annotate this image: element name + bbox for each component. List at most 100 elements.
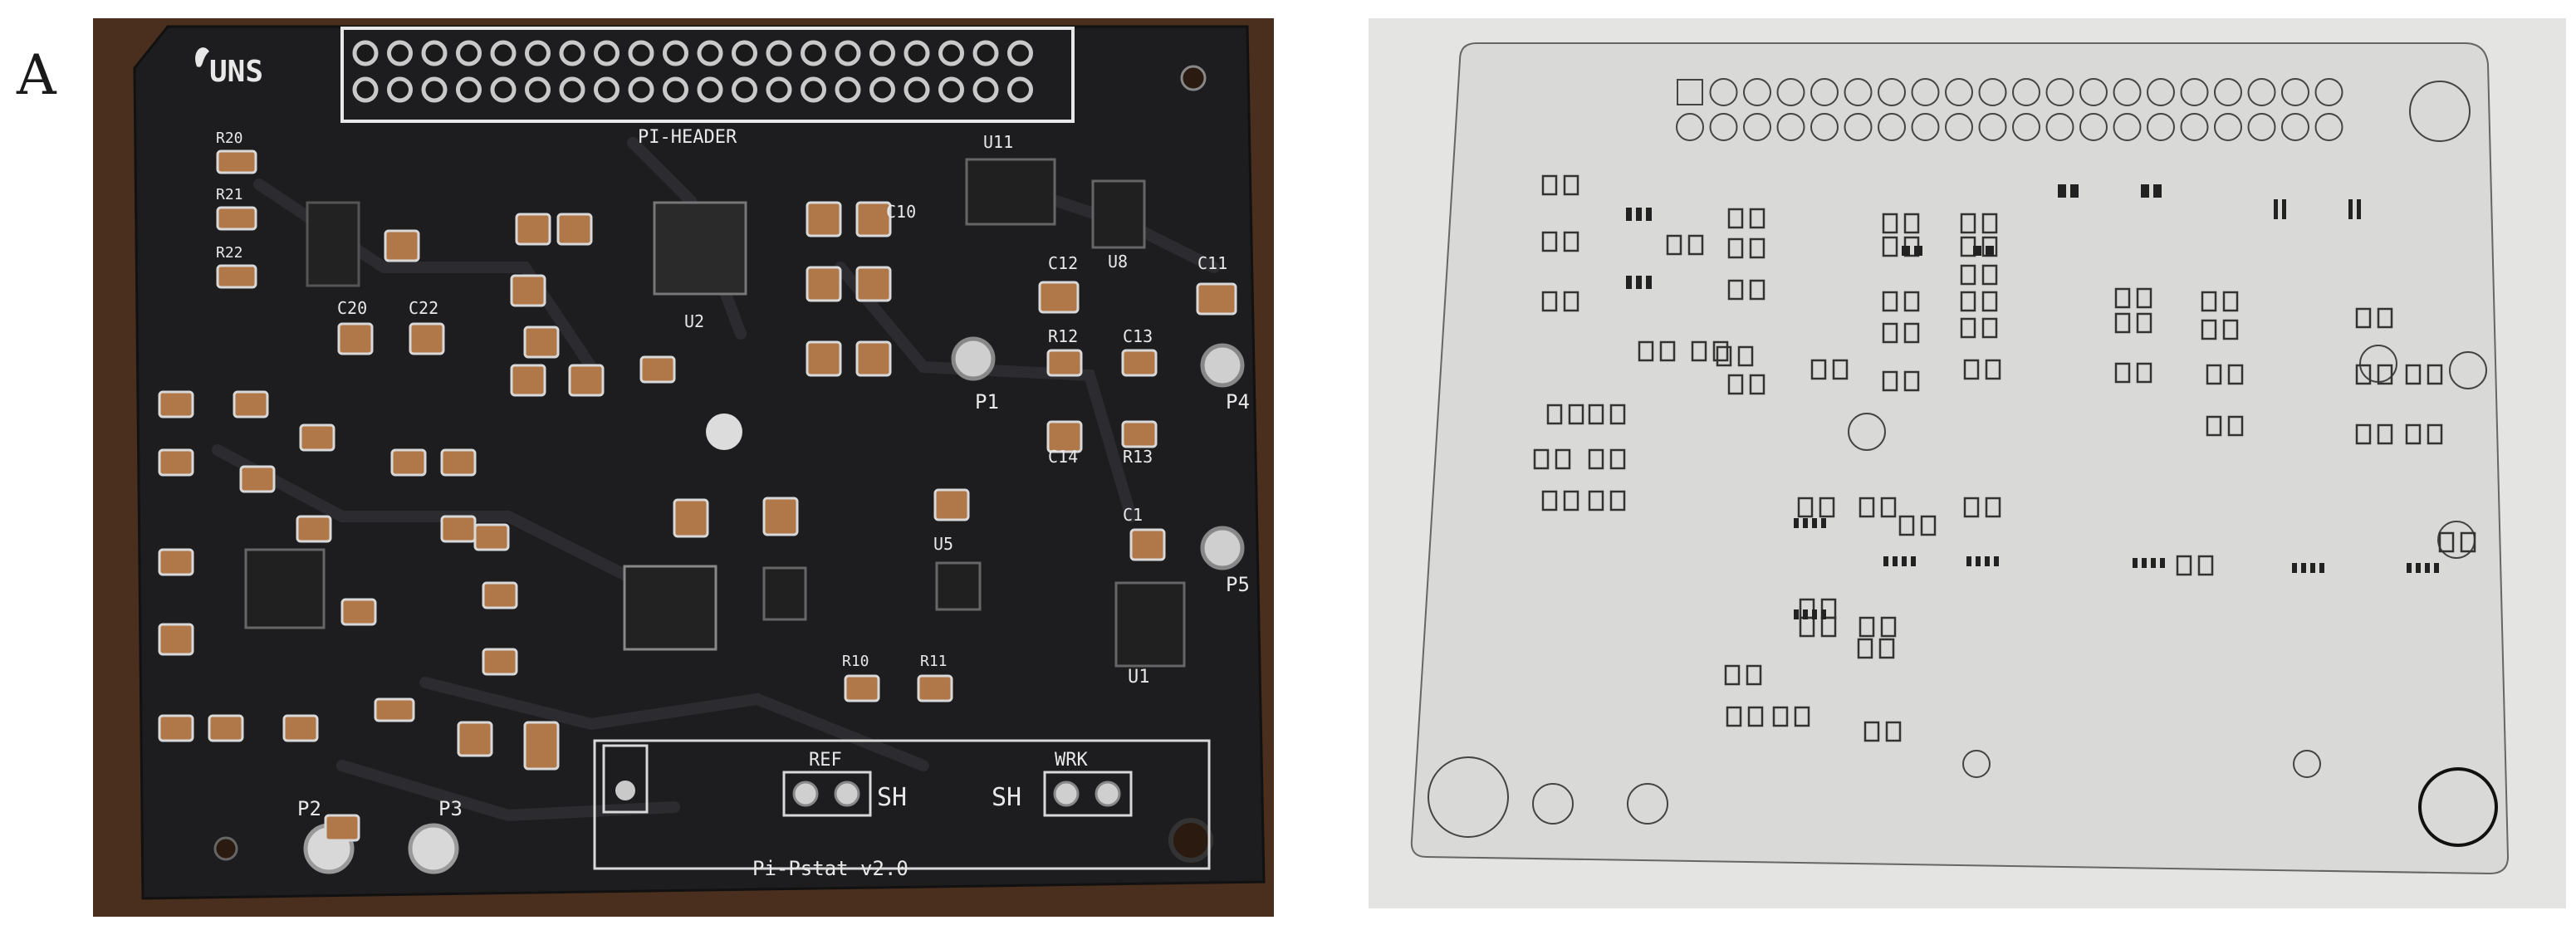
stencil-hole-bottom-right — [2418, 767, 2498, 847]
stencil-header-hole — [2180, 113, 2209, 141]
stencil-aperture — [1960, 291, 1976, 312]
ic-u4 — [762, 566, 807, 621]
stencil-aperture — [1878, 638, 1895, 659]
mounting-hole-top-right — [1180, 65, 1207, 91]
stencil-header-hole — [2314, 113, 2343, 141]
panel-letter-a: A — [17, 43, 56, 107]
header-pin — [801, 76, 826, 103]
passive-component — [158, 448, 194, 477]
passive-component — [216, 264, 257, 289]
passive-component — [158, 390, 194, 418]
passive-component — [855, 201, 892, 237]
passive-component — [510, 274, 546, 307]
stencil-aperture — [1691, 340, 1707, 362]
stencil-header-hole — [1709, 78, 1738, 106]
passive-component — [299, 423, 335, 452]
header-pin — [559, 76, 585, 103]
label-r22: R22 — [216, 244, 243, 262]
stencil-aperture — [1749, 279, 1765, 301]
stencil-header-holes — [1676, 78, 2343, 141]
pad-label-p5: P5 — [1226, 573, 1250, 596]
stencil-aperture — [1880, 497, 1897, 518]
stencil-header-hole — [1978, 78, 2007, 106]
stencil-header-hole — [1810, 78, 1839, 106]
stencil-header-hole — [2247, 113, 2276, 141]
passive-component — [296, 515, 332, 543]
passive-component — [523, 721, 560, 771]
stencil-header-hole — [2281, 113, 2309, 141]
stencil-fine-aperture — [1626, 276, 1632, 289]
stencil-fine-aperture — [1985, 556, 1990, 566]
label-r21: R21 — [216, 186, 243, 203]
stencil-aperture — [1985, 497, 2001, 518]
stencil-header-hole — [2012, 113, 2040, 141]
stencil-header-hole — [1878, 113, 1906, 141]
stencil-aperture — [1863, 721, 1880, 742]
label-r20: R20 — [216, 130, 243, 147]
stencil-aperture — [1712, 340, 1729, 362]
stencil-aperture — [2201, 319, 2217, 340]
header-pin — [835, 40, 861, 66]
header-pin — [490, 40, 517, 66]
ic-center — [623, 565, 717, 651]
stencil-fine-aperture — [2151, 558, 2156, 568]
stencil-fine-aperture — [1893, 556, 1898, 566]
label-c13: C13 — [1123, 326, 1153, 346]
stencil-hole — [2449, 351, 2487, 389]
stencil-header-hole — [2247, 78, 2276, 106]
stencil-fine-aperture — [1794, 518, 1799, 528]
stencil-aperture — [1960, 317, 1976, 339]
stencil-header-hole — [1978, 113, 2007, 141]
passive-component — [855, 266, 892, 302]
stencil-fine-aperture — [2274, 199, 2278, 219]
stencil-aperture — [1819, 497, 1835, 518]
passive-component — [1046, 420, 1083, 453]
stencil-aperture — [1659, 340, 1676, 362]
passive-component — [208, 714, 244, 742]
stencil-aperture — [2206, 415, 2222, 437]
passive-component — [1046, 349, 1083, 377]
passive-component — [933, 488, 970, 521]
ref-label: REF — [809, 750, 842, 771]
stencil-fine-aperture — [1812, 609, 1817, 619]
header-pin — [421, 76, 448, 103]
header-pin — [697, 40, 723, 66]
stencil-aperture — [1920, 515, 1937, 536]
board-version-label: Pi-Pstat v2.0 — [752, 857, 908, 880]
stencil-header-hole — [1844, 78, 1873, 106]
stencil-aperture — [1541, 291, 1558, 312]
stencil-aperture — [1981, 213, 1998, 234]
stencil-fine-aperture — [2058, 184, 2066, 198]
stencil-hole — [1848, 413, 1886, 451]
header-pin — [801, 40, 826, 66]
header-pin — [835, 76, 861, 103]
stencil-fine-aperture — [2434, 563, 2439, 573]
stencil-aperture — [1746, 664, 1762, 686]
stencil-aperture — [1724, 664, 1741, 686]
header-pin — [387, 40, 413, 66]
passive-component — [216, 149, 257, 174]
stencil-header-hole — [1709, 113, 1738, 141]
stencil-aperture — [1859, 616, 1875, 638]
header-pin — [972, 40, 999, 66]
passive-component — [806, 266, 842, 302]
stencil-aperture — [1541, 490, 1558, 511]
stencil-fine-aperture — [1902, 556, 1907, 566]
label-r12: R12 — [1048, 326, 1078, 346]
stencil-header-square — [1677, 79, 1703, 105]
label-r11: R11 — [920, 653, 948, 670]
connector-block-outline — [593, 739, 1211, 870]
passive-component — [1196, 282, 1237, 316]
label-c1: C1 — [1123, 505, 1143, 525]
stencil-aperture — [1727, 237, 1744, 259]
stencil-aperture — [2222, 291, 2239, 312]
stencil-aperture — [1820, 598, 1837, 619]
passive-component — [510, 364, 546, 397]
stencil-aperture — [1541, 174, 1558, 196]
stencil-aperture — [1882, 213, 1898, 234]
stencil-header-hole — [2214, 113, 2242, 141]
ic-u8 — [1091, 179, 1146, 249]
stencil-aperture — [1666, 234, 1682, 256]
stencil-aperture — [1903, 213, 1920, 234]
stencil-header-hole — [1776, 78, 1805, 106]
